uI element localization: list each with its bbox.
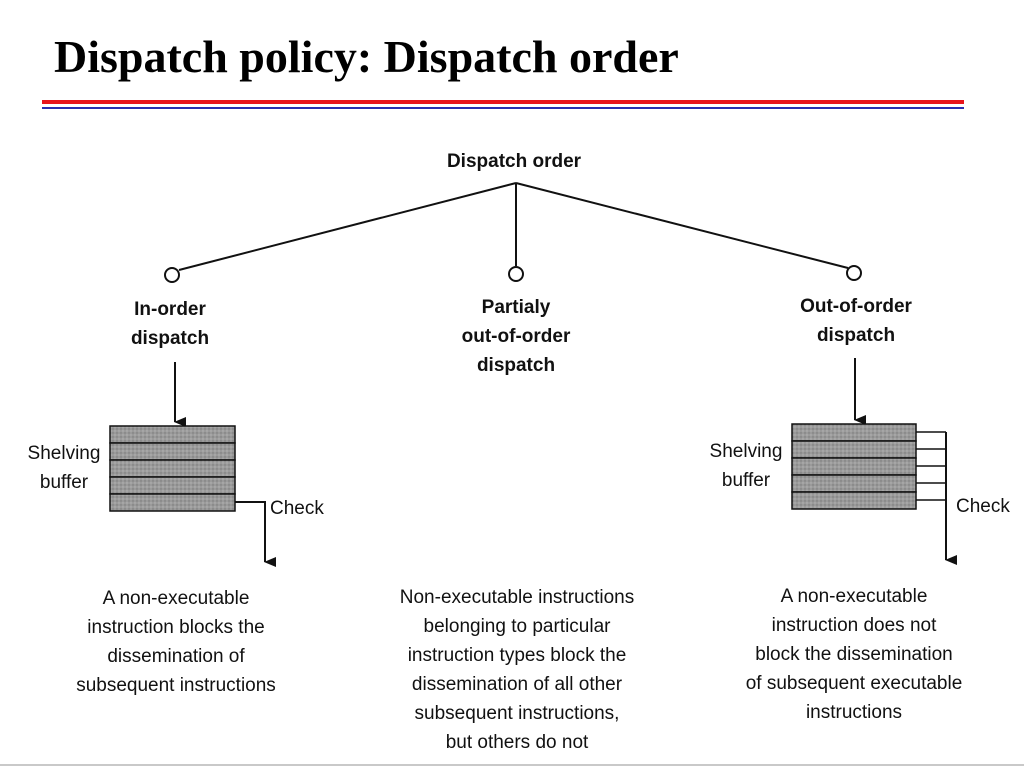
tree-connectors bbox=[178, 182, 849, 271]
node-out-of-order bbox=[846, 265, 862, 281]
left-check-line bbox=[235, 501, 276, 567]
connector-in-order bbox=[178, 182, 517, 271]
right-shelving-buffer bbox=[791, 423, 917, 510]
title-underline-red bbox=[42, 100, 964, 104]
node-in-order bbox=[164, 267, 180, 283]
left-buffer-label: Shelving buffer bbox=[27, 443, 101, 493]
connector-out-of-order bbox=[515, 182, 849, 269]
in-order-label: In-order dispatch bbox=[130, 299, 210, 349]
out-of-order-label: Out-of-order dispatch bbox=[800, 296, 912, 346]
node-partial bbox=[508, 266, 524, 282]
left-shelving-buffer bbox=[109, 425, 236, 512]
title-underline-blue bbox=[42, 107, 964, 109]
right-buffer-label: Shelving buffer bbox=[709, 441, 783, 491]
slide-title: Dispatch policy: Dispatch order bbox=[54, 31, 679, 82]
left-check-label: Check bbox=[270, 498, 324, 519]
right-check-lines bbox=[916, 431, 957, 565]
partial-description: Non-executable instructions belonging to… bbox=[399, 587, 635, 753]
partial-label: Partialy out-of-order dispatch bbox=[461, 297, 571, 376]
right-check-label: Check bbox=[956, 496, 1010, 517]
bottom-divider bbox=[0, 764, 1024, 766]
out-of-order-description: A non-executable instruction does not bl… bbox=[745, 586, 963, 723]
in-order-description: A non-executable instruction blocks the … bbox=[76, 588, 276, 696]
root-label: Dispatch order bbox=[446, 151, 582, 172]
